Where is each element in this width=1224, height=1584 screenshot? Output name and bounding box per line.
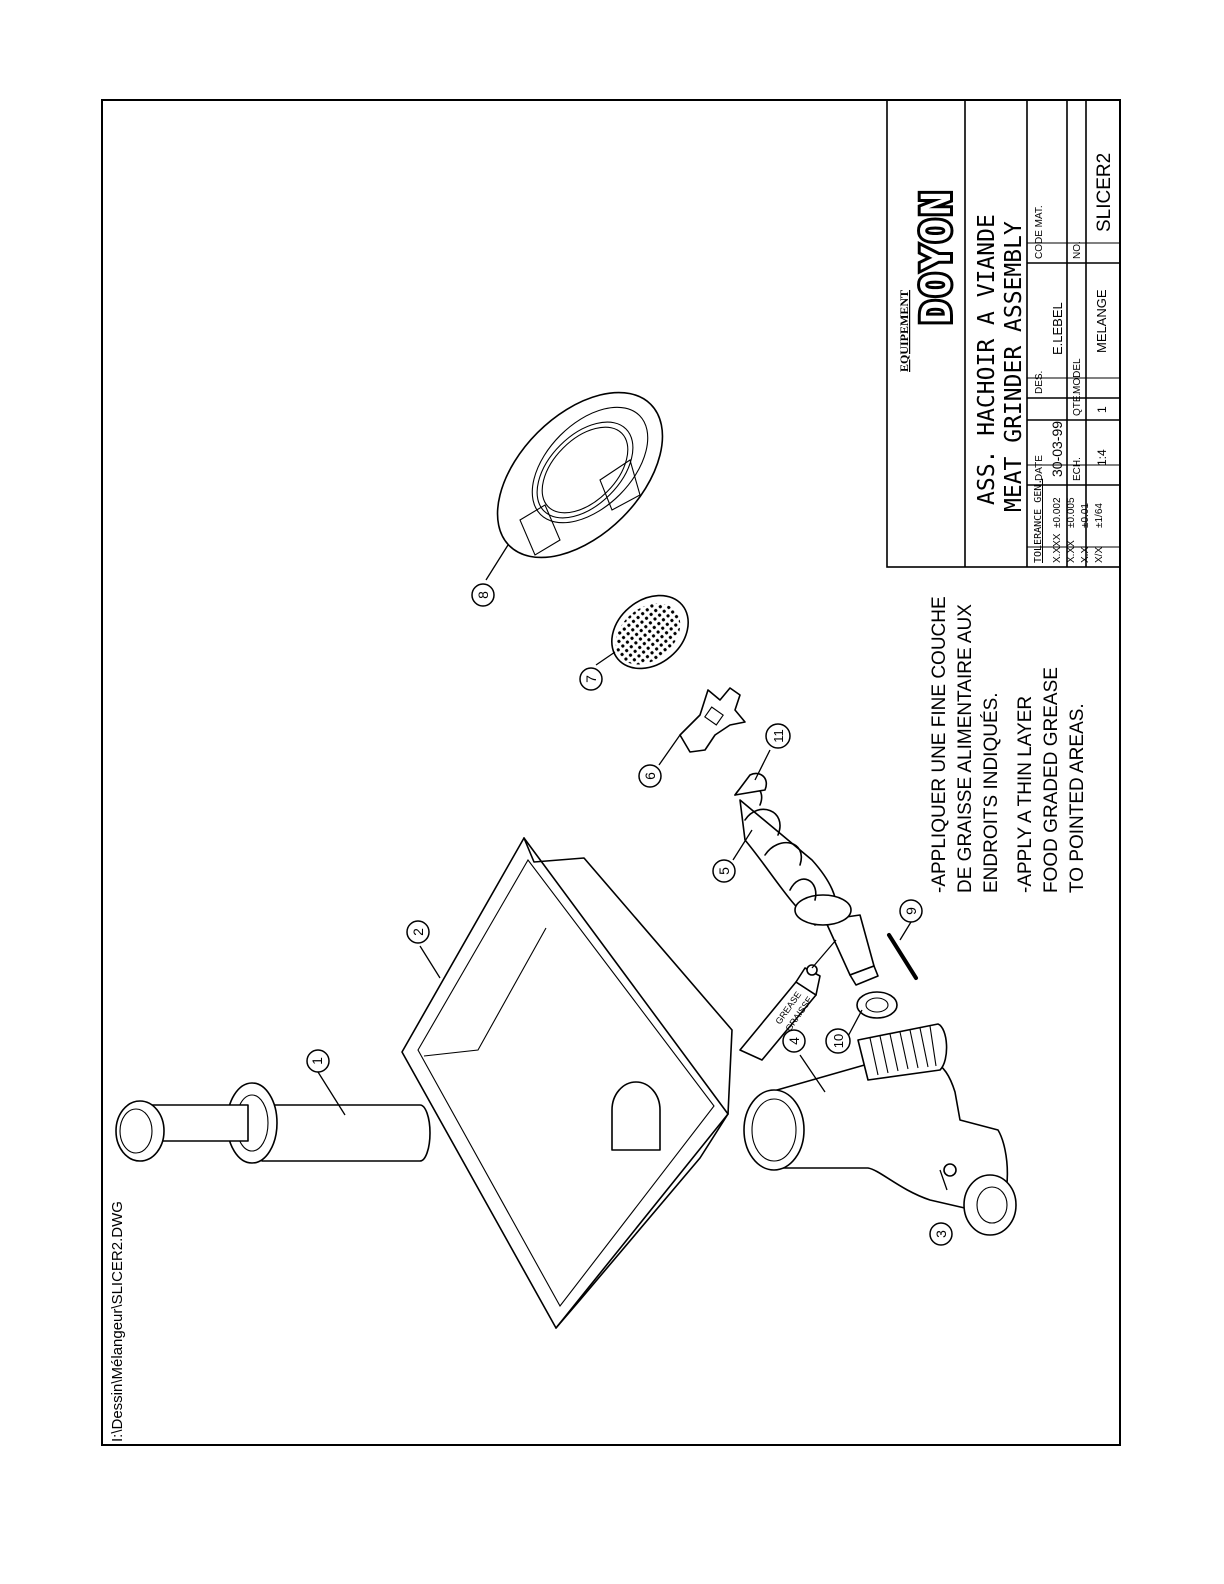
file-path: I:\Dessin\Mélangeur\SLICER2.DWG [109, 1201, 126, 1442]
svg-text:6: 6 [642, 772, 658, 780]
number-label: NO. [1072, 241, 1083, 259]
tolerance-value-2: ±0.005 [1066, 497, 1077, 528]
svg-text:9: 9 [903, 907, 919, 915]
quantity-value: 1 [1095, 406, 1109, 413]
part-tray [401, 837, 733, 1329]
balloon-10: 10 [825, 1028, 851, 1054]
date-label: DATE [1034, 455, 1045, 481]
note-fr-line-2: DE GRAISSE ALIMENTAIRE AUX [955, 604, 976, 893]
svg-text:7: 7 [583, 675, 599, 683]
drawing-title-en: MEAT GRINDER ASSEMBLY [1001, 221, 1027, 512]
scale-label: ECH. [1072, 457, 1083, 481]
balloon-4: 4 [782, 1029, 806, 1053]
tolerance-label-1: X.XXX [1052, 533, 1063, 563]
title-block: EQUIPEMENT DOYON ASS. HACHOIR A VIANDE M… [886, 99, 1121, 568]
balloon-7: 7 [579, 667, 603, 691]
scale-value: 1:4 [1095, 449, 1109, 466]
balloon-8: 8 [471, 583, 495, 607]
note-en-line-3: TO POINTED AREAS. [1067, 703, 1088, 893]
note-en-line-2: FOOD GRADED GREASE [1041, 667, 1062, 893]
model-value: MELANGE [1094, 289, 1109, 353]
date-value: 30-03-99 [1049, 421, 1065, 477]
part-knife [679, 687, 746, 753]
part-washer [856, 991, 898, 1019]
grease-pointer [811, 939, 837, 969]
part-grinder-body [743, 1023, 1017, 1236]
tolerance-label-3: X.X [1080, 547, 1091, 563]
balloon-2: 2 [406, 920, 430, 944]
quantity-label: QTE. [1072, 393, 1083, 416]
tolerance-label-2: X.XX [1066, 540, 1077, 563]
part-ring-nut [496, 391, 664, 559]
designer-value: E.LEBEL [1050, 302, 1065, 355]
part-plate [611, 594, 689, 670]
drawing-border [101, 99, 1121, 1446]
balloon-3: 3 [929, 1222, 953, 1246]
svg-text:2: 2 [410, 928, 426, 936]
drawing-title-fr: ASS. HACHOIR A VIANDE [974, 214, 1000, 505]
number-value: SLICER2 [1094, 153, 1115, 232]
balloon-1: 1 [306, 1049, 330, 1073]
svg-text:4: 4 [786, 1037, 802, 1045]
tolerance-value-1: ±0.002 [1052, 497, 1063, 528]
svg-text:8: 8 [475, 591, 491, 599]
company-name-small: EQUIPEMENT [897, 290, 911, 372]
tolerance-value-3: ±0.01 [1080, 503, 1091, 528]
note-fr-line-3: ENDROITS INDIQUÉS. [981, 692, 1002, 893]
note-en-line-1: -APPLY A THIN LAYER [1015, 696, 1036, 893]
balloon-11: 11 [765, 723, 791, 749]
balloon-5: 5 [712, 859, 736, 883]
designer-label: DES. [1034, 371, 1045, 394]
part-auger [734, 772, 879, 986]
tolerance-value-4: ±1/64 [1094, 503, 1105, 528]
balloon-6: 6 [638, 764, 662, 788]
svg-text:3: 3 [933, 1230, 949, 1238]
material-code-label: CODE MAT. [1034, 205, 1045, 259]
grease-tube-icon: GREASE GRAISSE [739, 964, 821, 1061]
model-label: MODEL [1072, 358, 1083, 394]
svg-text:5: 5 [716, 867, 732, 875]
company-logo-doyon: DOYON [911, 186, 963, 327]
grease-note: -APPLIQUER UNE FINE COUCHE DE GRAISSE AL… [929, 596, 1088, 893]
tolerance-header: TOLERANCE GEN. [1033, 479, 1044, 563]
tolerance-label-4: X/X [1094, 547, 1105, 563]
part-pusher [115, 1082, 431, 1164]
balloon-9: 9 [899, 899, 923, 923]
svg-text:1: 1 [309, 1057, 325, 1065]
svg-text:11: 11 [771, 729, 786, 743]
part-pin [887, 933, 918, 980]
svg-text:DOYON: DOYON [914, 189, 960, 324]
note-fr-line-1: -APPLIQUER UNE FINE COUCHE [929, 596, 950, 893]
svg-text:10: 10 [831, 1034, 846, 1048]
